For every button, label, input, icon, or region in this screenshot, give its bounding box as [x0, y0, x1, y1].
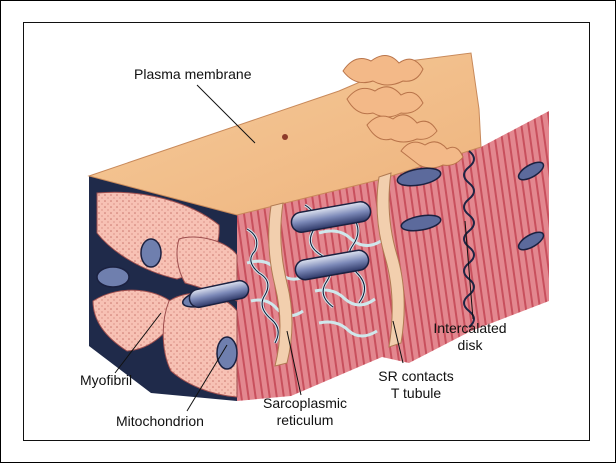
myofibril-label: Myofibril [80, 372, 132, 388]
figure-border: Plasma membrane Intercalated disk Myofib… [23, 22, 590, 441]
intercalated-disk-label-line2: disk [426, 337, 514, 353]
mitochondrion-label: Mitochondrion [116, 413, 204, 429]
sarcoplasmic-reticulum-label-line2: reticulum [250, 412, 360, 428]
membrane-pore [282, 134, 288, 140]
sr-contacts-label-line2: T tubule [366, 385, 466, 401]
sr-contacts-label-line1: SR contacts [366, 368, 466, 384]
plasma-membrane-label: Plasma membrane [134, 66, 252, 82]
sarcoplasmic-reticulum-label-line1: Sarcoplasmic [250, 395, 360, 411]
intercalated-disk-label-line1: Intercalated [426, 320, 514, 336]
